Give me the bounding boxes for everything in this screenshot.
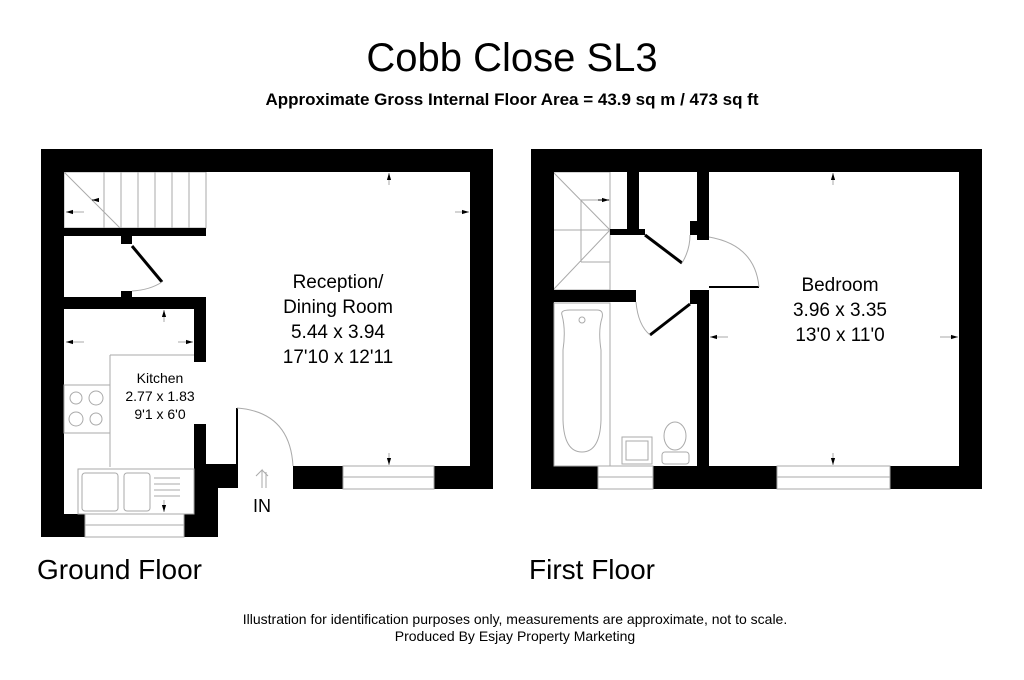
bedroom-metric: 3.96 x 3.35 bbox=[793, 300, 887, 321]
stairs-icon bbox=[552, 171, 611, 291]
kitchen-metric: 2.77 x 1.83 bbox=[125, 388, 194, 404]
first-floor-plan: Bedroom 3.96 x 3.35 13'0 x 11'0 bbox=[531, 149, 982, 490]
basin-icon bbox=[621, 436, 653, 465]
cupboard-door bbox=[644, 233, 683, 265]
first-floor-label: First Floor bbox=[529, 554, 655, 585]
cupboard-door bbox=[130, 245, 164, 283]
disclaimer-text: Illustration for identification purposes… bbox=[242, 611, 788, 627]
toilet-icon bbox=[663, 421, 687, 451]
ground-floor-walls bbox=[41, 149, 493, 537]
kitchen-fixtures bbox=[63, 354, 195, 515]
bathroom-door bbox=[649, 302, 691, 337]
bedroom-name: Bedroom bbox=[801, 275, 878, 296]
kitchen-name: Kitchen bbox=[137, 370, 184, 386]
bathroom-fixtures bbox=[553, 302, 690, 467]
ground-floor-plan: IN Reception/ Dining Room 5.44 x 3.94 17… bbox=[41, 149, 493, 538]
first-floor-walls bbox=[531, 149, 982, 489]
reception-metric: 5.44 x 3.94 bbox=[291, 322, 385, 343]
entrance-arrow-icon bbox=[255, 468, 269, 488]
ground-floor-label: Ground Floor bbox=[37, 554, 202, 585]
stairs-icon bbox=[63, 171, 207, 229]
plan-title: Cobb Close SL3 bbox=[366, 36, 658, 80]
bedroom-imperial: 13'0 x 11'0 bbox=[795, 325, 884, 346]
reception-name-2: Dining Room bbox=[283, 297, 393, 318]
sink-icon bbox=[81, 472, 119, 512]
credit-text: Produced By Esjay Property Marketing bbox=[394, 628, 636, 644]
floor-area-subtitle: Approximate Gross Internal Floor Area = … bbox=[265, 90, 759, 109]
entrance-label: IN bbox=[253, 496, 271, 516]
hob-icon bbox=[63, 384, 111, 434]
bath-icon bbox=[553, 302, 611, 467]
kitchen-imperial: 9'1 x 6'0 bbox=[134, 406, 185, 422]
reception-name-1: Reception/ bbox=[293, 272, 385, 293]
reception-imperial: 17'10 x 12'11 bbox=[283, 347, 393, 368]
